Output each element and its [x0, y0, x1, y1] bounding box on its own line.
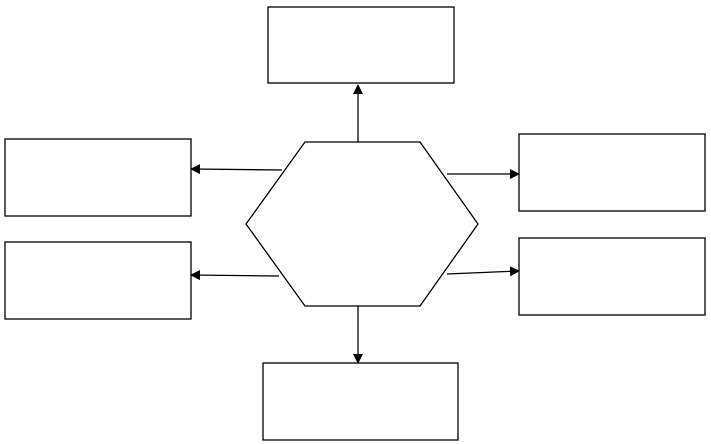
right-upper-box — [518, 133, 706, 212]
arrow-to-left-upper-box — [190, 164, 283, 175]
right-lower-box — [518, 237, 706, 316]
center-hexagon — [245, 141, 479, 307]
left-upper-box — [4, 138, 192, 217]
bottom-box — [262, 362, 459, 441]
arrow-to-right-lower-box — [446, 266, 520, 277]
left-lower-box — [4, 241, 192, 320]
arrow-to-left-lower-box — [190, 270, 280, 281]
top-box — [267, 6, 455, 84]
